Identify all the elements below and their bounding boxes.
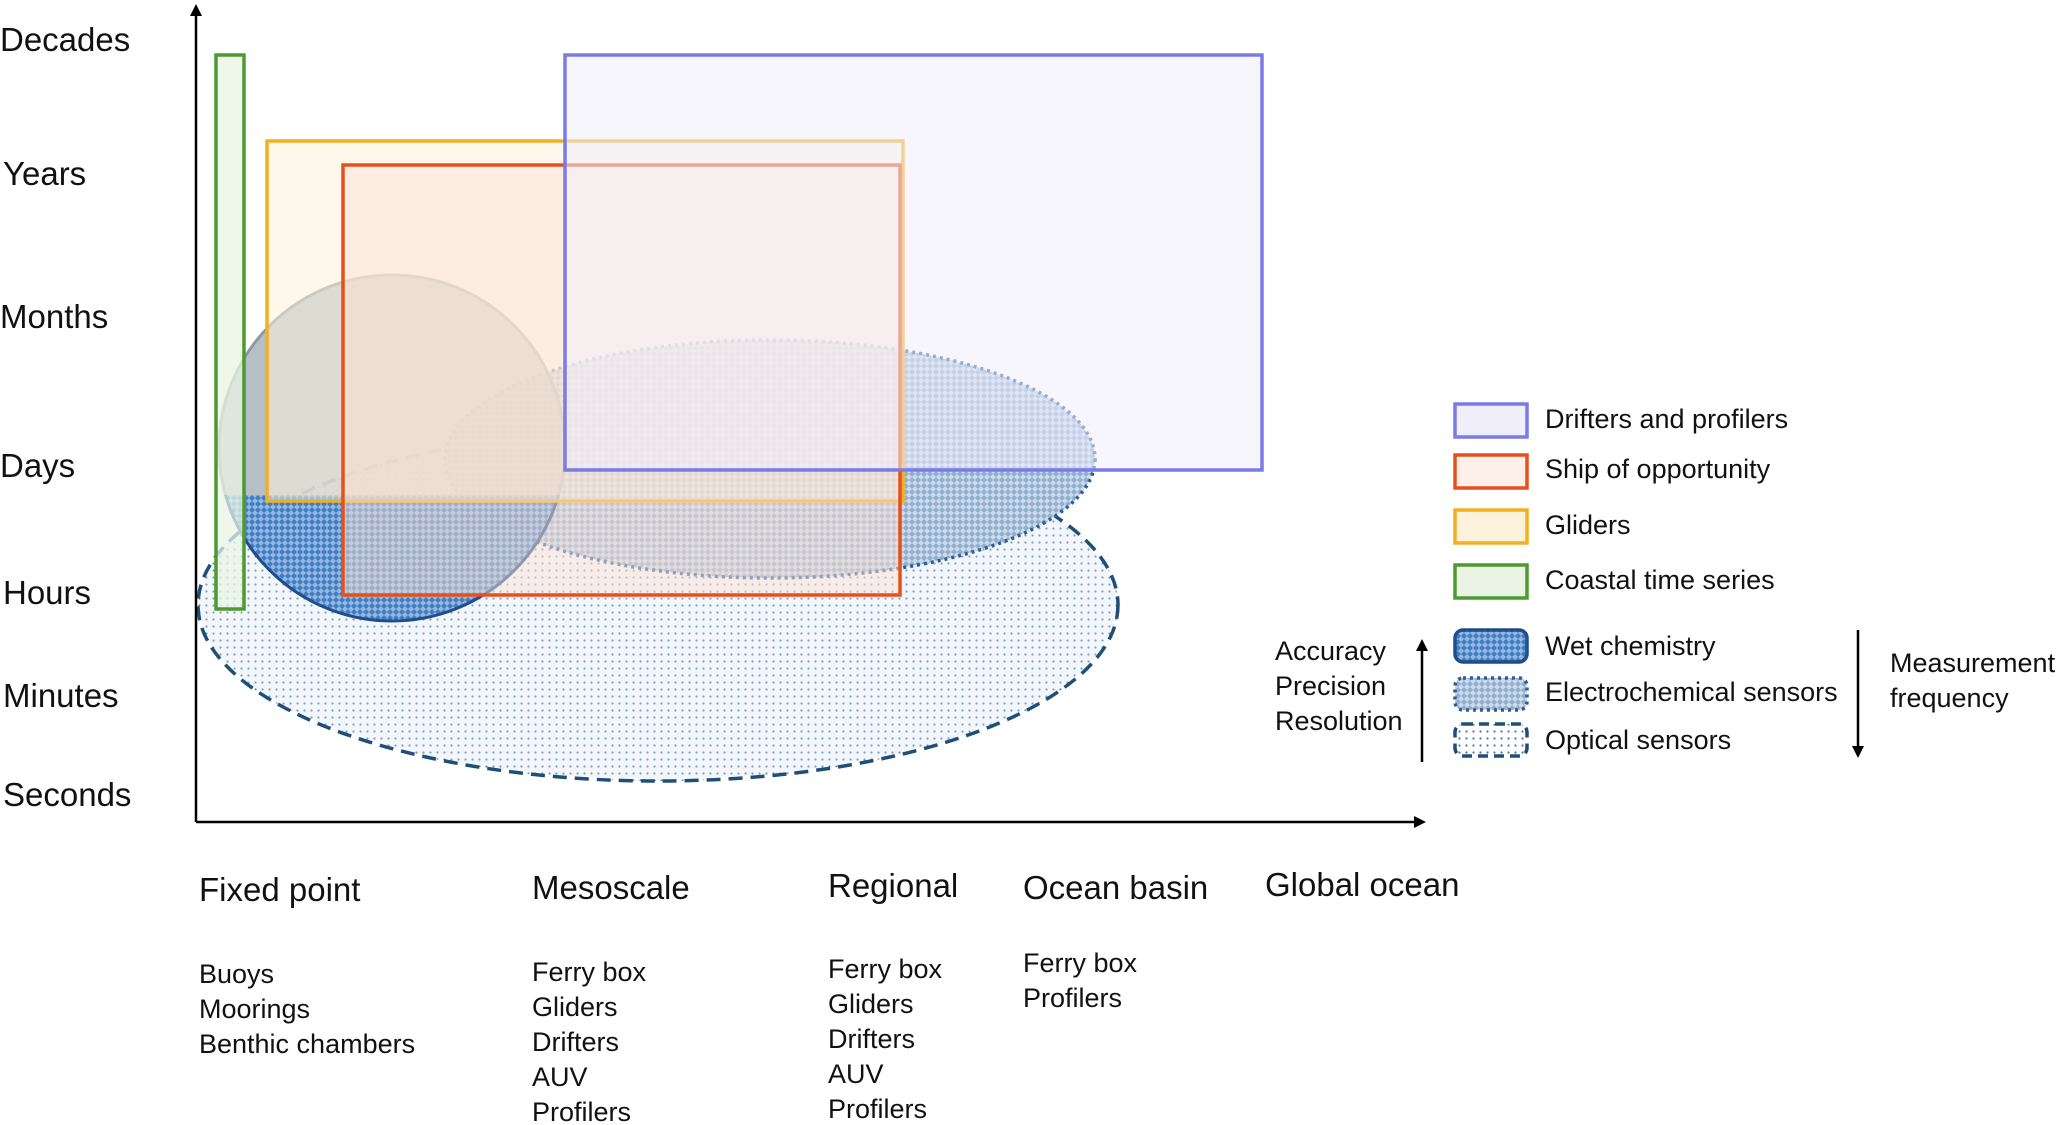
platform-item: Benthic chambers [199, 1029, 415, 1059]
frequency-label: frequency [1890, 683, 2009, 713]
x-label-ocean-basin: Ocean basin [1023, 869, 1208, 906]
accuracy-label: Accuracy [1275, 636, 1387, 666]
platforms-ocean-basin: Ferry box Profilers [1023, 948, 1138, 1013]
precision-label: Precision [1275, 671, 1386, 701]
platform-item: Drifters [532, 1027, 619, 1057]
legend-label-coastal: Coastal time series [1545, 565, 1775, 595]
measurement-label: Measurement [1890, 648, 2056, 678]
legend-label-drifters: Drifters and profilers [1545, 404, 1788, 434]
x-label-global-ocean: Global ocean [1265, 866, 1459, 903]
platform-item: AUV [828, 1059, 884, 1089]
y-label-days: Days [0, 447, 75, 484]
legend-swatch-electrochemical [1453, 676, 1529, 712]
platform-item: Gliders [828, 989, 914, 1019]
platform-item: Ferry box [828, 954, 943, 984]
legend-label-gliders: Gliders [1545, 510, 1631, 540]
platform-item: Buoys [199, 959, 274, 989]
legend-label-optical: Optical sensors [1545, 725, 1731, 755]
platform-item: Ferry box [532, 957, 647, 987]
legend-swatch-ship [1453, 453, 1529, 490]
platform-item: AUV [532, 1062, 588, 1092]
resolution-label: Resolution [1275, 706, 1403, 736]
drifters-and-profilers-box [563, 53, 1264, 472]
legend-swatch-optical [1453, 722, 1529, 758]
x-label-fixed-point: Fixed point [199, 871, 360, 908]
y-label-years: Years [3, 155, 86, 192]
sensor-legend: Wet chemistry Electrochemical sensors Op… [1453, 628, 1838, 758]
platform-legend: Drifters and profilers Ship of opportuni… [1453, 402, 1788, 600]
platform-item: Drifters [828, 1024, 915, 1054]
legend-swatch-wet-chemistry [1453, 628, 1529, 664]
platform-item: Profilers [1023, 983, 1122, 1013]
legend-swatch-drifters [1453, 402, 1529, 439]
y-label-hours: Hours [3, 574, 91, 611]
x-label-regional: Regional [828, 867, 958, 904]
platform-item: Moorings [199, 994, 310, 1024]
legend-label-electrochemical: Electrochemical sensors [1545, 677, 1838, 707]
platform-item: Profilers [828, 1094, 927, 1124]
y-label-minutes: Minutes [3, 677, 119, 714]
y-label-decades: Decades [0, 21, 130, 58]
platform-item: Profilers [532, 1097, 631, 1125]
legend-swatch-coastal [1453, 563, 1529, 600]
platform-item: Gliders [532, 992, 618, 1022]
platforms-mesoscale: Ferry box Gliders Drifters AUV Profilers [532, 957, 647, 1125]
x-label-mesoscale: Mesoscale [532, 869, 690, 906]
coastal-time-series-box [214, 53, 246, 611]
legend-swatch-gliders [1453, 508, 1529, 545]
y-label-months: Months [0, 298, 108, 335]
platform-item: Ferry box [1023, 948, 1138, 978]
platforms-fixed-point: Buoys Moorings Benthic chambers [199, 959, 415, 1059]
legend-label-wet-chemistry: Wet chemistry [1545, 631, 1716, 661]
platforms-regional: Ferry box Gliders Drifters AUV Profilers [828, 954, 943, 1124]
y-label-seconds: Seconds [3, 776, 131, 813]
legend-label-ship: Ship of opportunity [1545, 454, 1771, 484]
